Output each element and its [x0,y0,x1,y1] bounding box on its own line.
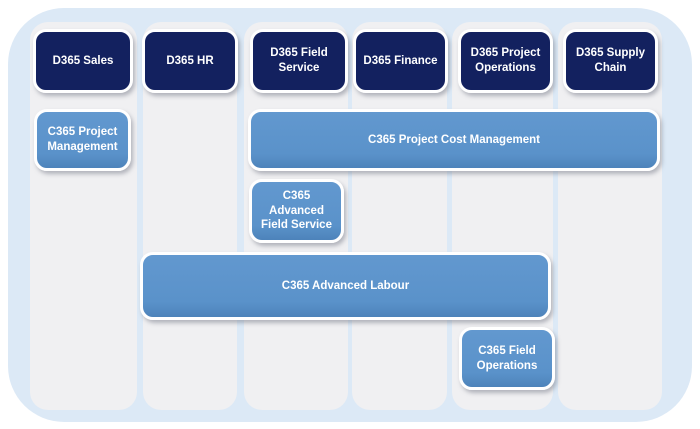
product-box-d365-project-operations: D365 Project Operations [458,29,553,93]
product-box-d365-sales: D365 Sales [33,29,133,93]
product-box-d365-supply-chain: D365 Supply Chain [563,29,658,93]
addon-box-c365-field-operations: C365 Field Operations [459,327,555,390]
addon-box-c365-project-cost-management: C365 Project Cost Management [248,109,660,171]
addon-box-c365-project-management: C365 Project Management [34,109,131,171]
product-box-d365-field-service: D365 Field Service [250,29,348,93]
product-box-d365-hr: D365 HR [142,29,238,93]
addon-box-c365-advanced-labour: C365 Advanced Labour [140,252,551,320]
addon-box-c365-advanced-field-service: C365 Advanced Field Service [249,179,344,243]
product-box-d365-finance: D365 Finance [353,29,448,93]
